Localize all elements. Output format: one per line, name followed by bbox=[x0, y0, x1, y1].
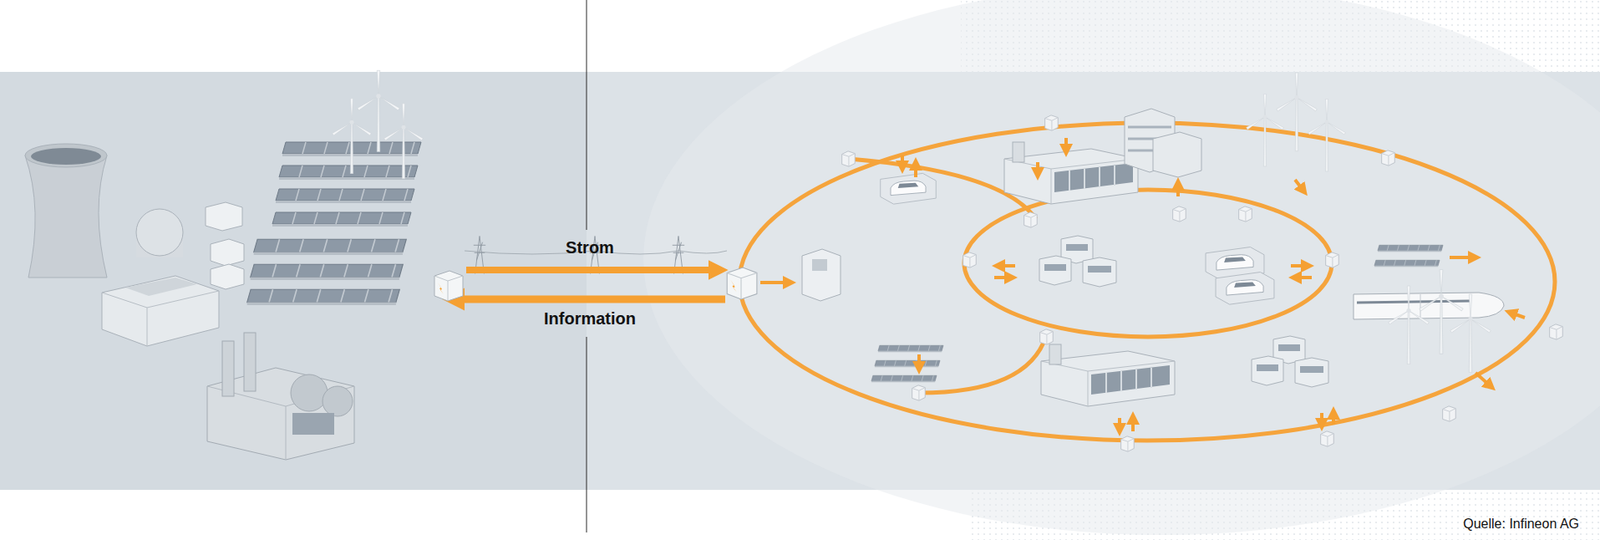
substation bbox=[726, 267, 757, 300]
reactor-dome bbox=[136, 208, 183, 258]
power-plant-building bbox=[101, 275, 219, 346]
transformer-house bbox=[802, 248, 841, 301]
office-tower bbox=[1124, 108, 1202, 178]
consumers bbox=[871, 72, 1504, 407]
storage-boxes bbox=[205, 202, 244, 290]
flow-label: Strom bbox=[565, 238, 615, 258]
information-flow-arrow bbox=[451, 295, 726, 304]
substation bbox=[434, 270, 463, 301]
divider-line bbox=[586, 0, 588, 230]
flow-label: Information bbox=[543, 309, 636, 329]
source-note: Quelle: Infineon AG bbox=[1462, 516, 1580, 532]
power-flow-arrow bbox=[466, 266, 721, 274]
wind-turbines bbox=[332, 70, 424, 179]
panel-glow bbox=[643, 0, 1600, 535]
flow-arrow bbox=[760, 280, 790, 285]
grid-nodes bbox=[842, 115, 1564, 452]
train bbox=[1353, 292, 1504, 320]
coal-power-plant bbox=[207, 332, 355, 460]
left-panel bbox=[0, 71, 587, 490]
exchange-arrows bbox=[902, 137, 1525, 432]
cooling-tower bbox=[25, 143, 107, 278]
pylons bbox=[464, 236, 727, 275]
divider-line bbox=[586, 336, 588, 533]
solar-field bbox=[247, 142, 422, 305]
